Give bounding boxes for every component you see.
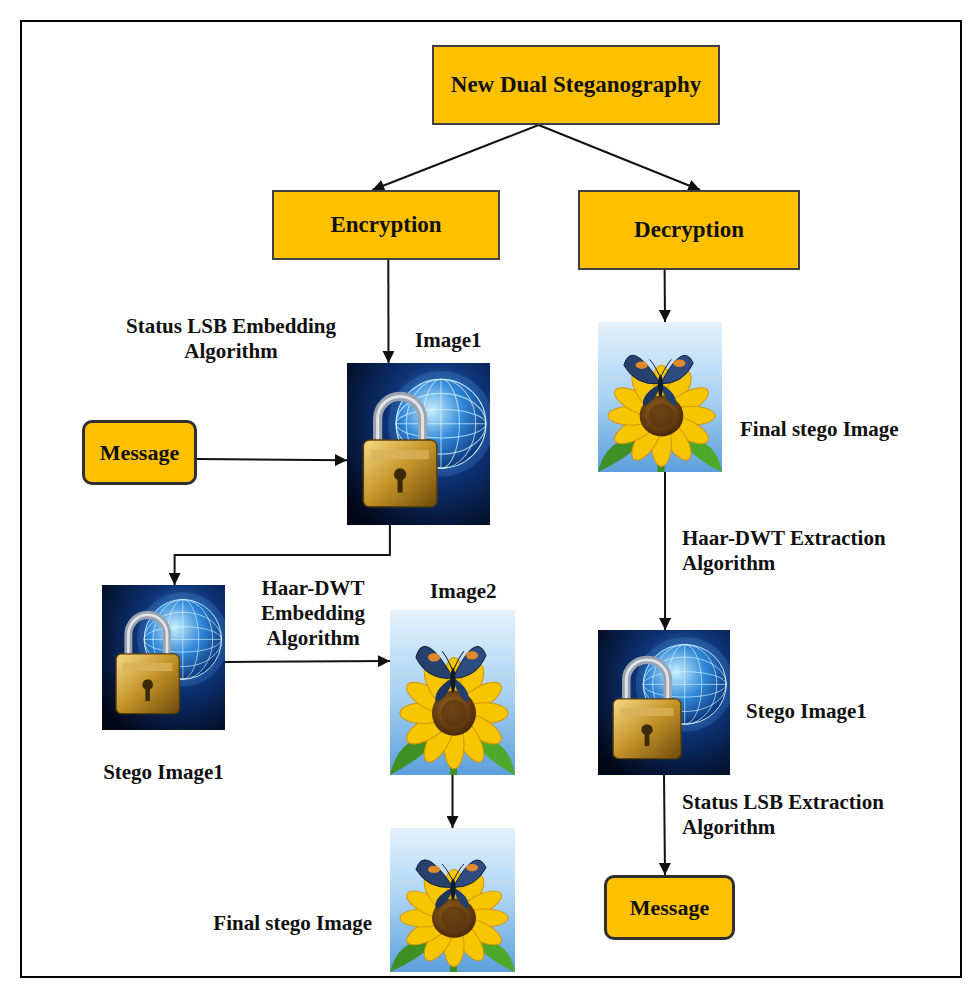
- process-box: Encryption: [272, 190, 500, 260]
- sunflower-picture: [390, 610, 515, 775]
- image-node: Image1: [347, 363, 490, 525]
- sunflower-picture: [390, 828, 515, 972]
- image-node: Final stego Image: [390, 828, 515, 972]
- flow-arrow: [539, 125, 701, 190]
- sunflower-picture: [598, 322, 722, 472]
- message-box: Message: [604, 875, 735, 940]
- image-caption: Image2: [430, 578, 497, 604]
- step-label: Haar-DWT Extraction Algorithm: [682, 526, 932, 576]
- flow-arrow: [452, 775, 454, 828]
- box-label: New Dual Steganography: [451, 72, 701, 98]
- image-node: Final stego Image: [598, 322, 722, 472]
- flow-arrow: [664, 472, 666, 630]
- message-box: Message: [82, 420, 197, 485]
- security-picture: [347, 363, 494, 525]
- image-caption: Final stego Image: [740, 416, 899, 442]
- process-box: New Dual Steganography: [432, 45, 720, 125]
- image-node: Stego Image1: [102, 585, 225, 730]
- frame-border: [21, 21, 961, 977]
- message-label: Message: [100, 440, 179, 466]
- box-label: Decryption: [634, 217, 744, 243]
- image-caption: Stego Image1: [77, 759, 250, 785]
- flow-arrow: [387, 260, 389, 363]
- image-caption: Final stego Image: [213, 910, 372, 936]
- step-label: Status LSB Extraction Algorithm: [682, 790, 927, 840]
- image-caption: Image1: [415, 327, 482, 353]
- flow-arrow: [197, 459, 347, 460]
- flow-arrow: [372, 125, 538, 190]
- image-caption: Stego Image1: [746, 698, 867, 724]
- flow-arrow: [664, 775, 665, 875]
- security-picture: [598, 630, 734, 775]
- security-picture: [102, 585, 229, 730]
- flow-arrow: [664, 270, 666, 322]
- box-label: Encryption: [330, 212, 441, 238]
- step-label: Haar-DWT Embedding Algorithm: [238, 576, 388, 651]
- message-label: Message: [630, 895, 709, 921]
- process-box: Decryption: [578, 190, 800, 270]
- step-label: Status LSB Embedding Algorithm: [116, 314, 346, 364]
- flow-arrow: [225, 660, 390, 663]
- image-node: Image2: [390, 610, 515, 775]
- image-node: Stego Image1: [598, 630, 730, 775]
